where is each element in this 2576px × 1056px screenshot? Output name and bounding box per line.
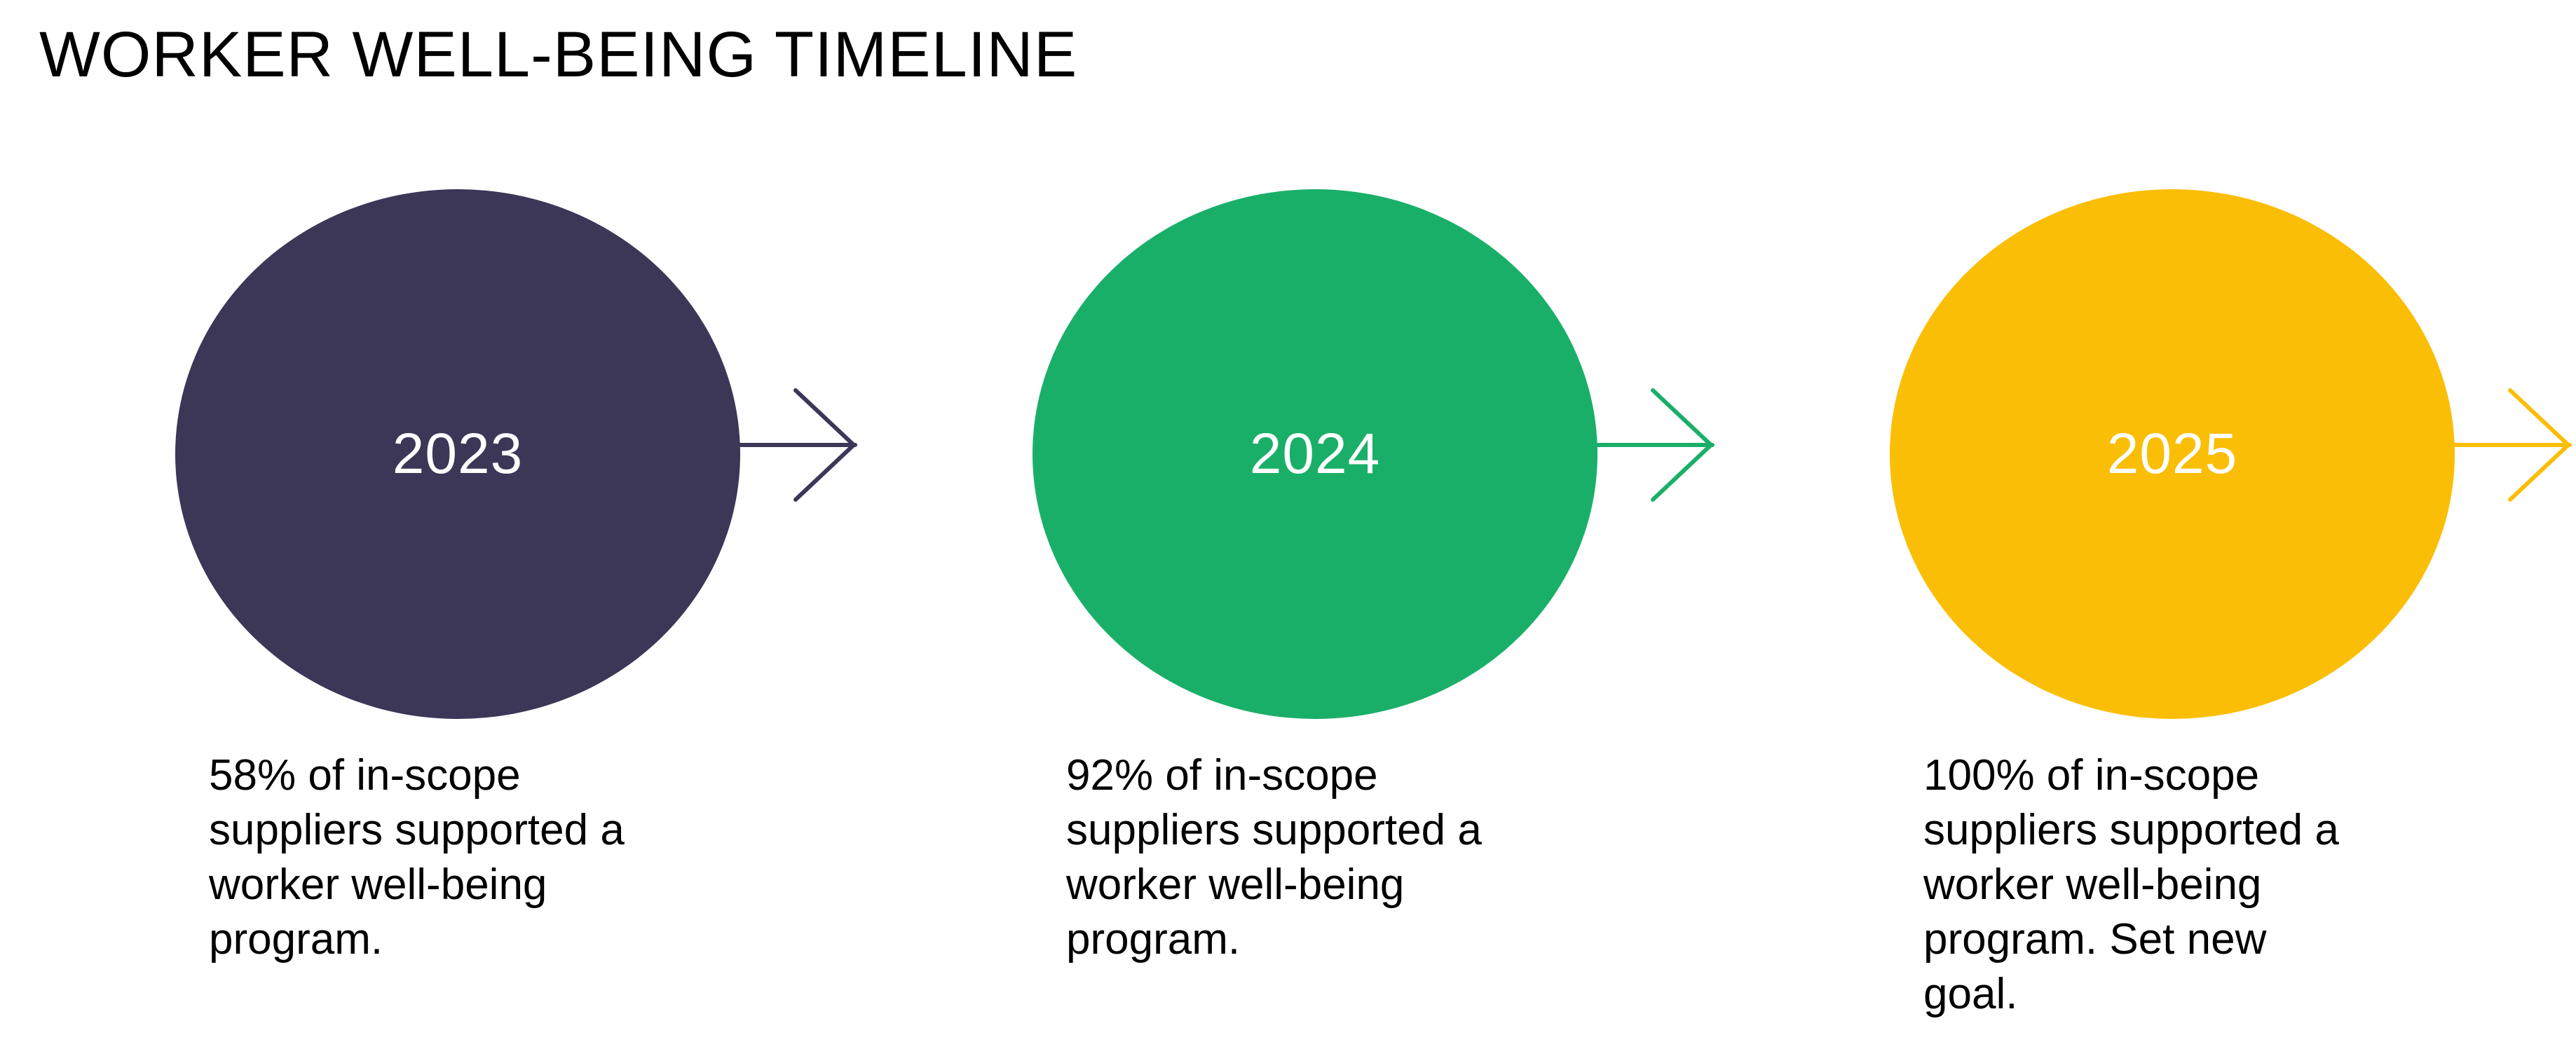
milestone-year: 2024 <box>1249 422 1381 486</box>
arrow-right-icon <box>734 388 857 502</box>
milestone-year: 2025 <box>2106 422 2238 486</box>
milestone-circle: 2023 <box>175 189 740 719</box>
milestone-2025: 2025 100% of in-scope suppliers supporte… <box>1890 189 2576 1056</box>
milestone-2024: 2024 92% of in-scope suppliers supported… <box>1033 189 1733 1056</box>
milestone-description: 92% of in-scope suppliers supported a wo… <box>1066 751 1482 964</box>
arrow-right-icon <box>1591 388 1715 502</box>
milestone-circle: 2024 <box>1033 189 1597 719</box>
milestone-circle: 2025 <box>1890 189 2455 719</box>
milestone-description: 58% of in-scope suppliers supported a wo… <box>209 751 625 964</box>
milestone-description: 100% of in-scope suppliers supported a w… <box>1923 751 2339 1018</box>
arrow-right-icon <box>2448 388 2572 502</box>
milestone-year: 2023 <box>392 422 524 486</box>
milestone-2023: 2023 58% of in-scope suppliers supported… <box>175 189 876 1056</box>
page-title: WORKER WELL-BEING TIMELINE <box>39 19 1078 90</box>
